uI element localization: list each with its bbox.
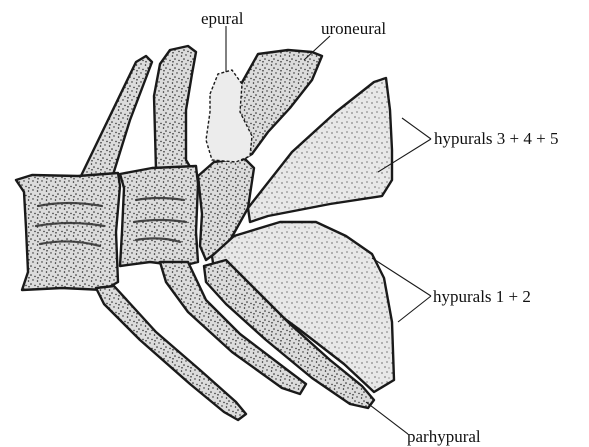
haemal-spine-pu2 xyxy=(96,286,246,420)
neural-spine-pu1 xyxy=(154,46,196,170)
neural-spine-pu2 xyxy=(80,56,152,178)
centrum-pu2 xyxy=(16,173,120,290)
leader-parhypural xyxy=(366,402,408,434)
label-hypurals-1-2: hypurals 1 + 2 xyxy=(433,287,531,306)
centrum-pu1 xyxy=(120,166,198,266)
label-parhypural: parhypural xyxy=(407,427,481,446)
label-epural: epural xyxy=(201,9,244,28)
label-hypurals-3-4-5: hypurals 3 + 4 + 5 xyxy=(434,129,558,148)
label-uroneural: uroneural xyxy=(321,19,386,38)
